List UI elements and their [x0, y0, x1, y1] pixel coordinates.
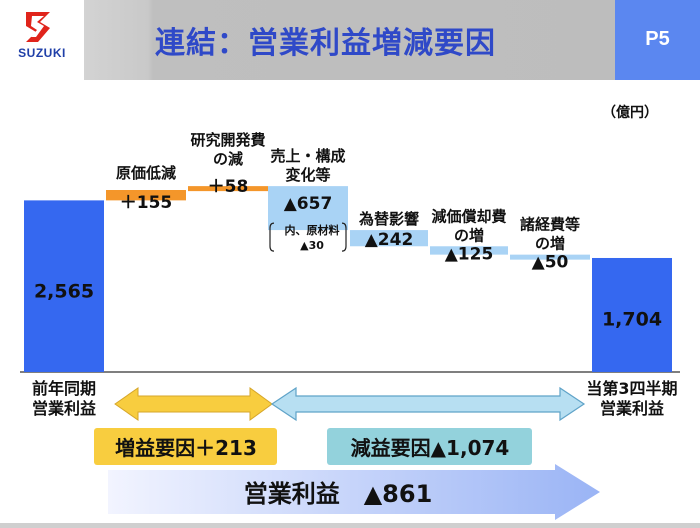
bar-decrease-5 [430, 246, 508, 255]
bar-category-3-0: 売上・構成 [270, 147, 345, 165]
bar-value-6: ▲50 [532, 253, 569, 273]
note-bracket-right [341, 222, 347, 252]
bar-category-0-1: 営業利益 [32, 399, 96, 418]
increase-summary-box [94, 428, 277, 465]
bar-total-7 [592, 257, 672, 372]
bar-category-3-1: 変化等 [285, 166, 330, 184]
bar-value-4: ▲242 [365, 230, 414, 250]
bar-category-1-0: 原価低減 [116, 164, 176, 182]
bar-category-2-1: の減 [213, 150, 243, 168]
bar-category-5-1: の増 [454, 226, 484, 244]
bar-decrease-4 [350, 230, 428, 247]
bar-value-3: ▲657 [284, 194, 333, 214]
suzuki-logo-icon [26, 12, 50, 42]
bar-note-3-1: ▲30 [300, 239, 324, 252]
bar-value-1: ＋155 [120, 193, 173, 213]
bar-note-3-0: 内、原材料 [285, 223, 340, 237]
bar-total-0 [24, 200, 104, 372]
bar-increase-2 [188, 186, 268, 192]
net-change-arrow [108, 464, 600, 520]
bar-value-5: ▲125 [445, 244, 494, 264]
bar-category-7-0: 当第3四半期 [586, 379, 677, 398]
bar-value-7: 1,704 [602, 308, 662, 330]
bar-increase-1 [106, 190, 186, 201]
decrease-summary-label: 減益要因▲1,074 [351, 436, 510, 460]
page-number-box [615, 0, 700, 80]
bottom-rule [0, 523, 700, 528]
bar-category-6-1: の増 [535, 235, 565, 253]
labels-layer: 2,565前年同期営業利益＋155原価低減＋58研究開発費の減▲657内、原材料… [32, 131, 678, 418]
net-change-label: 営業利益 ▲861 [244, 480, 433, 508]
increase-range-arrow [114, 387, 273, 421]
bar-category-7-1: 営業利益 [600, 399, 664, 418]
bar-decrease-6 [510, 254, 590, 260]
bar-category-0-0: 前年同期 [32, 379, 96, 398]
bar-category-5-0: 減価償却費 [431, 207, 506, 225]
bar-value-0: 2,565 [34, 281, 94, 303]
bar-category-4-0: 為替影響 [358, 210, 419, 228]
page-title: 連結：営業利益増減要因 [155, 26, 496, 61]
increase-summary-label: 増益要因＋213 [115, 436, 257, 460]
page-number: P5 [645, 28, 670, 50]
title-bar [84, 0, 615, 80]
unit-label: （億円） [602, 104, 658, 121]
bar-value-2: ＋58 [208, 177, 249, 197]
bar-category-6-0: 諸経費等 [520, 216, 580, 234]
bars-layer [24, 186, 672, 372]
note-bracket-left [269, 222, 275, 252]
bar-category-2-0: 研究開発費 [190, 131, 265, 149]
header-band: SUZUKI 連結：営業利益増減要因 P5 [0, 0, 700, 80]
decrease-range-arrow [270, 386, 586, 422]
bar-decrease-3 [268, 186, 348, 231]
decrease-summary-box [327, 428, 532, 465]
logo-text: SUZUKI [18, 46, 66, 60]
